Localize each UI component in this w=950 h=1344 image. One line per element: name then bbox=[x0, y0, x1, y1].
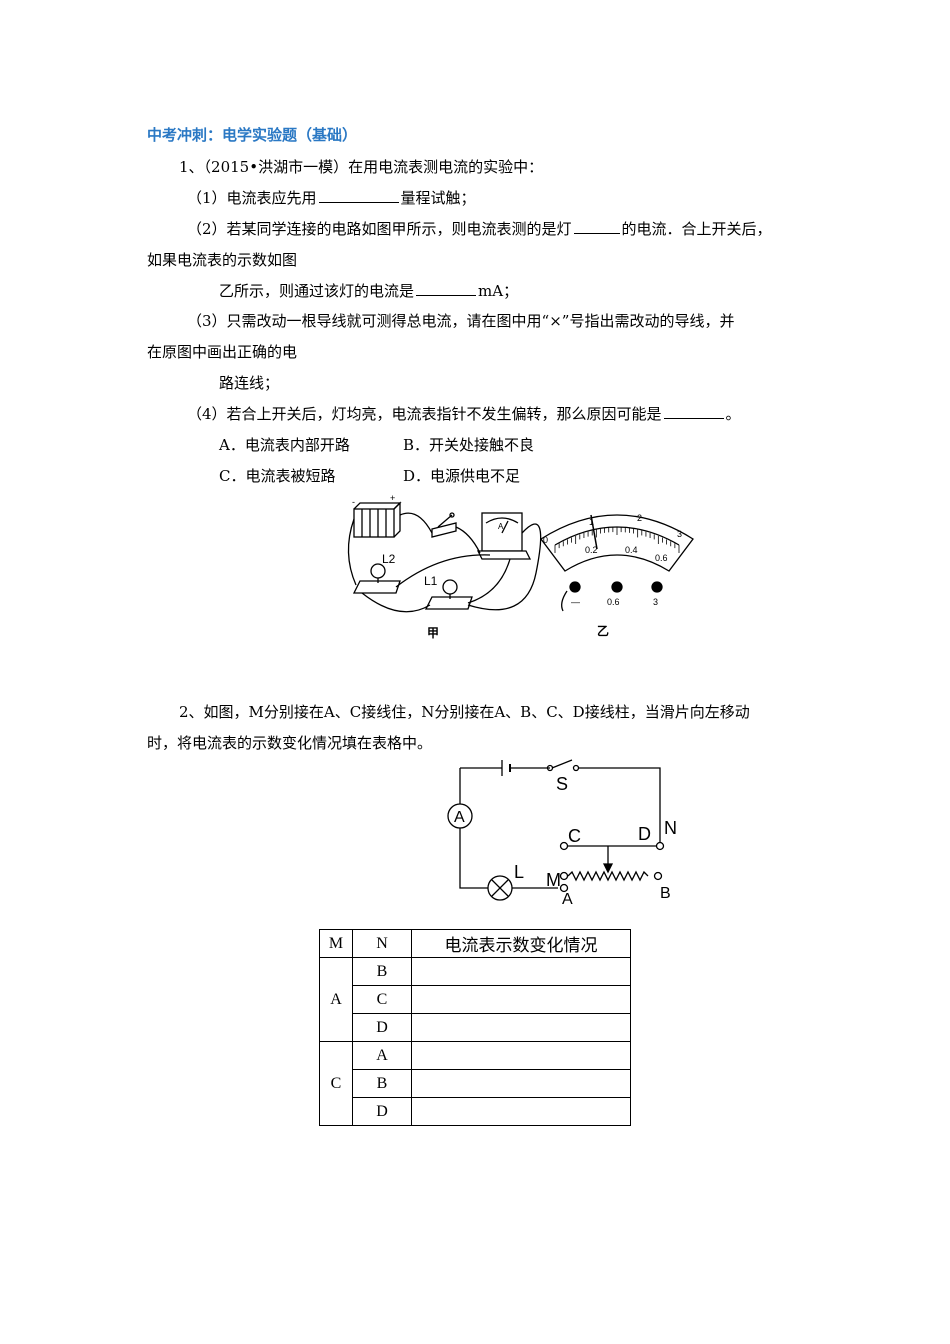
document-title: 中考冲刺：电学实验题（基础） bbox=[147, 126, 358, 144]
battery-plus-label: + bbox=[390, 493, 395, 503]
n-cell: D bbox=[352, 1097, 412, 1126]
battery-minus-label: - bbox=[352, 497, 355, 507]
table-header-row: M N 电流表示数变化情况 bbox=[319, 929, 631, 958]
table-row: C bbox=[320, 985, 631, 1014]
terminal-minus: — bbox=[571, 597, 580, 607]
option-a: A．电流表内部开路 bbox=[219, 436, 350, 454]
q2-line2: 时，将电流表的示数变化情况填在表格中。 bbox=[147, 734, 433, 752]
q1-part2-text-d: 乙所示，则通过该灯的电流是 bbox=[219, 282, 415, 300]
q1-part1: （1）电流表应先用 量程试触； bbox=[187, 188, 476, 208]
switch-label: S bbox=[556, 774, 568, 794]
q1-part2-text-b: 的电流．合上开关后， bbox=[621, 220, 772, 238]
q1-part2-cont: 如果电流表的示数如图 bbox=[147, 251, 298, 269]
answer-blank[interactable] bbox=[573, 219, 620, 234]
answer-blank[interactable] bbox=[318, 188, 399, 203]
terminal-d-label: D bbox=[638, 824, 651, 844]
n-cell: A bbox=[352, 1041, 412, 1070]
terminal-06: 0.6 bbox=[607, 597, 620, 607]
table-row: A B bbox=[319, 957, 631, 1042]
header-m: M bbox=[319, 929, 353, 958]
figure-yi-label: 乙 bbox=[597, 624, 609, 638]
option-b: B．开关处接触不良 bbox=[403, 436, 535, 454]
q1-part4-text-b: 。 bbox=[725, 405, 741, 423]
n-cell: B bbox=[352, 1069, 412, 1098]
ammeter-label: A bbox=[498, 522, 504, 531]
scale-bottom-04: 0.4 bbox=[625, 545, 638, 555]
group-m-cell: C bbox=[319, 1041, 353, 1126]
figure-jia-label: 甲 bbox=[427, 626, 439, 640]
q1-part4-text-a: （4）若合上开关后，灯均亮，电流表指针不发生偏转，那么原因可能是 bbox=[187, 405, 662, 423]
terminal-b-label: B bbox=[660, 885, 671, 902]
q1-part3-cont: 在原图中画出正确的电 bbox=[147, 343, 298, 361]
n-cell: C bbox=[352, 985, 412, 1014]
answer-cell[interactable] bbox=[411, 1069, 631, 1098]
table-row: D bbox=[320, 1013, 631, 1042]
q1-stem: 1、（2015•洪湖市一模）在用电流表测电流的实验中： bbox=[179, 158, 544, 176]
terminal-a-label: A bbox=[562, 891, 573, 908]
q1-part1-text-a: （1）电流表应先用 bbox=[187, 189, 317, 207]
terminal-3: 3 bbox=[653, 597, 658, 607]
header-change: 电流表示数变化情况 bbox=[411, 929, 631, 958]
answer-cell[interactable] bbox=[411, 985, 631, 1014]
header-n: N bbox=[352, 929, 412, 958]
figure-jia-circuit: L2 L1 A + - 甲 bbox=[347, 493, 542, 640]
q1-part2-text-e: mA； bbox=[478, 282, 519, 300]
result-table: M N 电流表示数变化情况 A B C D C A bbox=[319, 929, 631, 1126]
q1-part3-cont2: 路连线； bbox=[219, 374, 280, 392]
lamp-l1-label: L1 bbox=[424, 574, 438, 588]
q1-part1-text-b: 量程试触； bbox=[400, 189, 476, 207]
terminal-m-label: M bbox=[546, 870, 561, 890]
scale-bottom-0: 0 bbox=[543, 535, 548, 545]
q1-part2-cont2: 乙所示，则通过该灯的电流是 mA； bbox=[219, 281, 518, 301]
ammeter-symbol-label: A bbox=[454, 809, 465, 826]
table-row: B bbox=[320, 1069, 631, 1098]
scale-top-2: 2 bbox=[637, 513, 642, 523]
answer-blank[interactable] bbox=[416, 281, 477, 296]
q1-part2-text-a: （2）若某同学连接的电路如图甲所示，则电流表测的是灯 bbox=[187, 220, 572, 238]
terminal-n-label: N bbox=[664, 818, 677, 838]
answer-cell[interactable] bbox=[411, 957, 631, 986]
option-c: C．电流表被短路 bbox=[219, 467, 336, 485]
answer-cell[interactable] bbox=[411, 1013, 631, 1042]
q1-part3: （3）只需改动一根导线就可测得总电流，请在图中用“×”号指出需改动的导线，并 bbox=[187, 312, 735, 330]
answer-cell[interactable] bbox=[411, 1041, 631, 1070]
result-table-body: M N 电流表示数变化情况 A B C D C A bbox=[319, 929, 631, 1126]
scale-top-1: 1 bbox=[589, 517, 594, 527]
answer-blank[interactable] bbox=[663, 404, 724, 419]
q1-part2: （2）若某同学连接的电路如图甲所示，则电流表测的是灯 的电流．合上开关后， bbox=[187, 219, 772, 239]
terminal-c-label: C bbox=[568, 826, 581, 846]
answer-cell[interactable] bbox=[411, 1097, 631, 1126]
table-row: D bbox=[320, 1097, 631, 1126]
lamp-label: L bbox=[514, 862, 524, 882]
scale-bottom-06: 0.6 bbox=[655, 553, 668, 563]
figure-yi-dial: 1 2 3 0 0.2 0.4 0.6 — 0.6 3 乙 bbox=[540, 513, 694, 638]
q1-part4: （4）若合上开关后，灯均亮，电流表指针不发生偏转，那么原因可能是 。 bbox=[187, 404, 741, 424]
option-d: D．电源供电不足 bbox=[403, 467, 521, 485]
q2-line1: 2、如图，M分别接在A、C接线住，N分别接在A、B、C、D接线柱，当滑片向左移动 bbox=[179, 703, 750, 721]
figure-q2-circuit: A S L M A B C D N bbox=[447, 759, 677, 908]
n-cell: B bbox=[352, 957, 412, 986]
table-row: C A bbox=[319, 1041, 631, 1126]
group-m-cell: A bbox=[319, 957, 353, 1042]
n-cell: D bbox=[352, 1013, 412, 1042]
lamp-l2-label: L2 bbox=[382, 552, 396, 566]
scale-bottom-02: 0.2 bbox=[585, 545, 598, 555]
scale-top-3: 3 bbox=[677, 529, 682, 539]
